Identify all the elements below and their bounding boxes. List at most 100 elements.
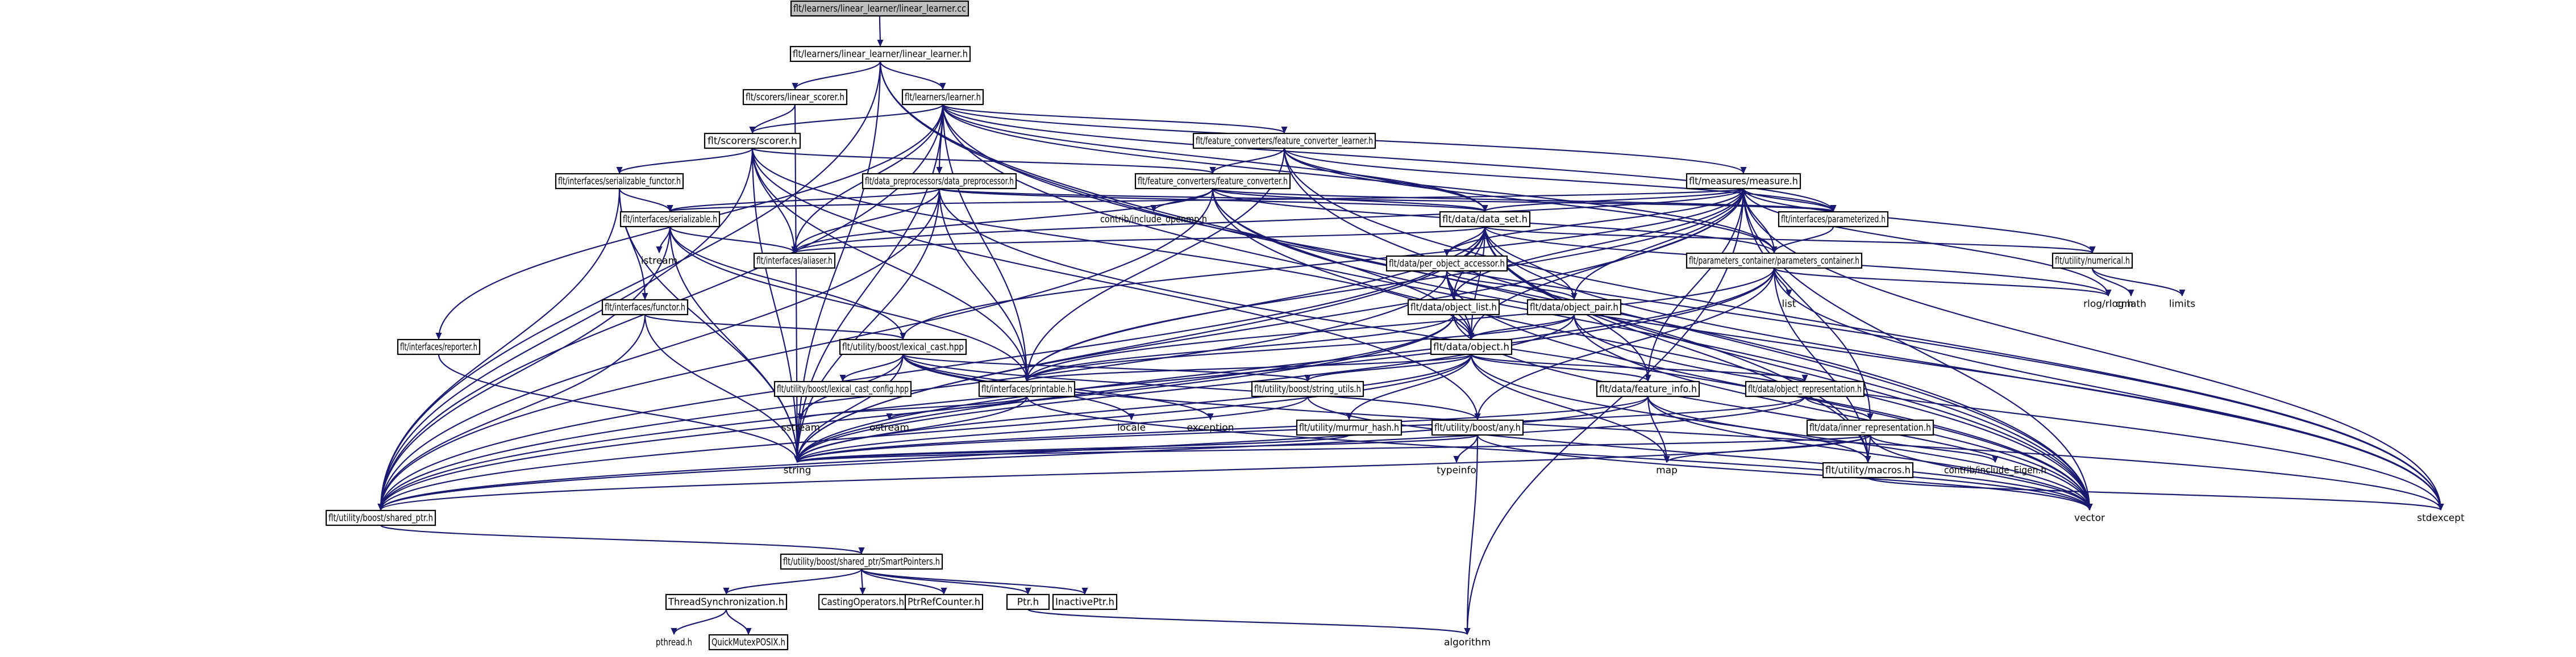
node-flt-interfaces-parameterized-h[interactable]: flt/interfaces/parameterized.h: [1778, 211, 1889, 228]
edge-flt-feature-converters-feature-converter-h-to-flt-interfaces-parameterized-h: [1212, 187, 1833, 211]
node-box: [1806, 419, 1934, 436]
node-flt-scorers-scorer-h[interactable]: flt/scorers/scorer.h: [704, 132, 801, 149]
node-box: [601, 299, 689, 316]
node-rlog-rlog-h: rlog/rlog.h: [2083, 299, 2133, 310]
node-flt-utility-boost-any-h[interactable]: flt/utility/boost/any.h: [1431, 419, 1524, 436]
node-label: rlog/rlog.h: [2083, 299, 2133, 310]
edge-flt-feature-converters-feature-converter-h-to-stdexcept: [1212, 188, 2441, 510]
node-quickmutexposix-h[interactable]: QuickMutexPOSIX.h: [708, 634, 789, 651]
edge-flt-learners-learner-h-to-flt-feature-converters-feature-converter-learner-h: [942, 103, 1284, 133]
node-flt-utility-boost-shared-ptr-smartpointers-h[interactable]: flt/utility/boost/shared_ptr/SmartPointe…: [780, 553, 943, 570]
node-flt-interfaces-reporter-h[interactable]: flt/interfaces/reporter.h: [397, 338, 481, 355]
edge-flt-utility-boost-shared-ptr-smartpointers-h-to-ptrrefcounter-h: [860, 568, 944, 594]
node-label: exception: [1187, 422, 1234, 434]
edge-flt-data-object-pair-h-to-vector: [1573, 314, 2090, 510]
node-ptrrefcounter-h[interactable]: PtrRefCounter.h: [904, 593, 984, 610]
node-flt-utility-boost-lexical-cast-hpp[interactable]: flt/utility/boost/lexical_cast.hpp: [839, 338, 967, 355]
edge-flt-interfaces-functor-h-to-flt-utility-boost-lexical-cast-hpp: [644, 313, 903, 339]
node-string: string: [784, 465, 811, 476]
edge-flt-data-data-set-h-to-flt-utility-boost-shared-ptr-h: [381, 226, 1486, 510]
node-flt-utility-boost-string-utils-h[interactable]: flt/utility/boost/string_utils.h: [1251, 380, 1364, 397]
edge-flt-measures-measure-h-to-rlog-rlog-h: [1742, 188, 2108, 296]
edge-flt-parameters-container-parameters-container-h-to-stdexcept: [1773, 267, 2441, 510]
node-stdexcept: stdexcept: [2417, 513, 2465, 524]
node-flt-data-data-set-h[interactable]: flt/data/data_set.h: [1439, 211, 1531, 228]
edge-flt-feature-converters-feature-converter-h-to-flt-data-data-set-h: [1212, 187, 1485, 211]
edge-flt-interfaces-serializable-h-to-flt-utility-boost-shared-ptr-h: [381, 226, 671, 510]
node-label: flt/interfaces/parameterized.h: [1781, 214, 1886, 225]
edge-flt-utility-macros-h-to-stdexcept: [1867, 476, 2441, 510]
node-label: flt/data_preprocessors/data_preprocessor…: [865, 176, 1014, 187]
node-flt-interfaces-aliaser-h[interactable]: flt/interfaces/aliaser.h: [753, 252, 836, 269]
node-flt-data-object-h[interactable]: flt/data/object.h: [1430, 338, 1513, 355]
node-inactiveptr-h[interactable]: InactivePtr.h: [1052, 593, 1118, 610]
edge-flt-data-feature-info-h-to-map: [1647, 396, 1667, 462]
node-flt-data-preprocessors-data-preprocessor-h[interactable]: flt/data_preprocessors/data_preprocessor…: [862, 173, 1017, 190]
edge-flt-data-preprocessors-data-preprocessor-h-to-flt-interfaces-aliaser-h: [794, 188, 940, 253]
edge-flt-utility-boost-shared-ptr-h-to-flt-utility-boost-shared-ptr-smartpointers-h: [380, 524, 862, 554]
edge-flt-data-data-set-h-to-flt-data-per-object-accessor-h: [1447, 226, 1486, 256]
node-flt-utility-murmur-hash-h[interactable]: flt/utility/murmur_hash.h: [1296, 419, 1403, 436]
node-box: [1596, 380, 1700, 397]
node-label: flt/utility/boost/any.h: [1434, 422, 1521, 434]
edge-flt-data-preprocessors-data-preprocessor-h-to-flt-utility-boost-shared-ptr-h: [381, 188, 940, 510]
node-flt-learners-linear-learner-linear-learner-h[interactable]: flt/learners/linear_learner/linear_learn…: [789, 45, 971, 62]
node-flt-data-inner-representation-h[interactable]: flt/data/inner_representation.h: [1806, 419, 1934, 436]
node-label: InactivePtr.h: [1055, 597, 1114, 608]
node-label: PtrRefCounter.h: [908, 597, 980, 608]
node-flt-utility-numerical-h[interactable]: flt/utility/numerical.h: [2051, 252, 2133, 269]
node-flt-interfaces-printable-h[interactable]: flt/interfaces/printable.h: [978, 380, 1076, 397]
edge-flt-learners-linear-learner-linear-learner-h-to-vector: [879, 61, 2090, 510]
node-flt-interfaces-functor-h[interactable]: flt/interfaces/functor.h: [601, 299, 689, 316]
edge-flt-interfaces-printable-h-to-string: [797, 396, 1028, 462]
node-flt-interfaces-serializable-functor-h[interactable]: flt/interfaces/serializable_functor.h: [555, 173, 684, 190]
node-label: flt/data/data_set.h: [1442, 214, 1528, 225]
node-flt-data-per-object-accessor-h[interactable]: flt/data/per_object_accessor.h: [1385, 255, 1508, 272]
node-label: ThreadSynchronization.h: [668, 597, 784, 608]
node-label: flt/interfaces/serializable.h: [623, 214, 717, 225]
edge-flt-data-object-list-h-to-flt-interfaces-printable-h: [1027, 314, 1455, 381]
node-castingoperators-h[interactable]: CastingOperators.h: [818, 593, 908, 610]
node-flt-learners-learner-h[interactable]: flt/learners/learner.h: [901, 89, 984, 106]
node-box: [1686, 173, 1801, 190]
node-flt-scorers-linear-scorer-h[interactable]: flt/scorers/linear_scorer.h: [742, 89, 848, 106]
edge-flt-data-object-h-to-flt-interfaces-printable-h: [1027, 353, 1472, 381]
node-flt-data-object-representation-h[interactable]: flt/data/object_representation.h: [1745, 380, 1865, 397]
edge-flt-learners-learner-h-to-string: [797, 104, 944, 462]
edge-flt-interfaces-serializable-h-to-string: [669, 226, 797, 462]
node-box: [789, 45, 971, 62]
node-flt-utility-boost-lexical-cast-config-hpp[interactable]: flt/utility/boost/lexical_cast_config.hp…: [773, 380, 912, 397]
edge-flt-data-object-h-to-flt-utility-murmur-hash-h: [1349, 354, 1472, 420]
node-label: flt/utility/boost/string_utils.h: [1254, 384, 1361, 395]
node-flt-parameters-container-parameters-container-h[interactable]: flt/parameters_container/parameters_cont…: [1686, 252, 1863, 269]
edge-flt-parameters-container-parameters-container-h-to-flt-interfaces-printable-h: [1027, 267, 1775, 381]
node-box: [753, 252, 836, 269]
node-label: contrib/include_openmp.h: [1100, 214, 1207, 225]
node-box: [1745, 380, 1865, 397]
node-label: CastingOperators.h: [821, 597, 904, 608]
node-flt-feature-converters-feature-converter-h[interactable]: flt/feature_converters/feature_converter…: [1134, 173, 1291, 190]
edge-flt-interfaces-serializable-h-to-flt-interfaces-printable-h: [669, 226, 1027, 381]
node-flt-measures-measure-h[interactable]: flt/measures/measure.h: [1686, 173, 1801, 190]
edge-flt-utility-boost-shared-ptr-smartpointers-h-to-threadsynchronization-h: [726, 568, 863, 594]
node-label: flt/data/object.h: [1433, 342, 1509, 353]
edge-threadsynchronization-h-to-pthread-h: [674, 609, 727, 634]
node-box: [1778, 211, 1889, 228]
node-flt-utility-macros-h[interactable]: flt/utility/macros.h: [1822, 462, 1914, 479]
node-box: [1439, 211, 1531, 228]
edge-flt-data-object-pair-h-to-flt-interfaces-printable-h: [1027, 314, 1575, 381]
edge-flt-learners-learner-h-to-flt-parameters-container-parameters-container-h: [942, 104, 1774, 253]
node-flt-data-object-pair-h[interactable]: flt/data/object_pair.h: [1526, 299, 1622, 316]
node-flt-utility-boost-shared-ptr-h[interactable]: flt/utility/boost/shared_ptr.h: [325, 509, 436, 526]
node-ptr-h[interactable]: Ptr.h: [1006, 593, 1050, 610]
node-threadsynchronization-h[interactable]: ThreadSynchronization.h: [665, 593, 788, 610]
node-ostream: ostream: [869, 422, 909, 434]
node-flt-data-feature-info-h[interactable]: flt/data/feature_info.h: [1596, 380, 1700, 397]
node-label: locale: [1117, 422, 1146, 434]
node-label: flt/interfaces/printable.h: [981, 384, 1072, 395]
node-flt-interfaces-serializable-h[interactable]: flt/interfaces/serializable.h: [619, 211, 721, 228]
node-flt-learners-linear-learner-linear-learner-cc[interactable]: flt/learners/linear_learner/linear_learn…: [790, 0, 969, 17]
node-flt-data-object-list-h[interactable]: flt/data/object_list.h: [1407, 299, 1500, 316]
node-label: flt/interfaces/serializable_functor.h: [558, 176, 681, 187]
node-flt-feature-converters-feature-converter-learner-h[interactable]: flt/feature_converters/feature_converter…: [1192, 132, 1376, 149]
